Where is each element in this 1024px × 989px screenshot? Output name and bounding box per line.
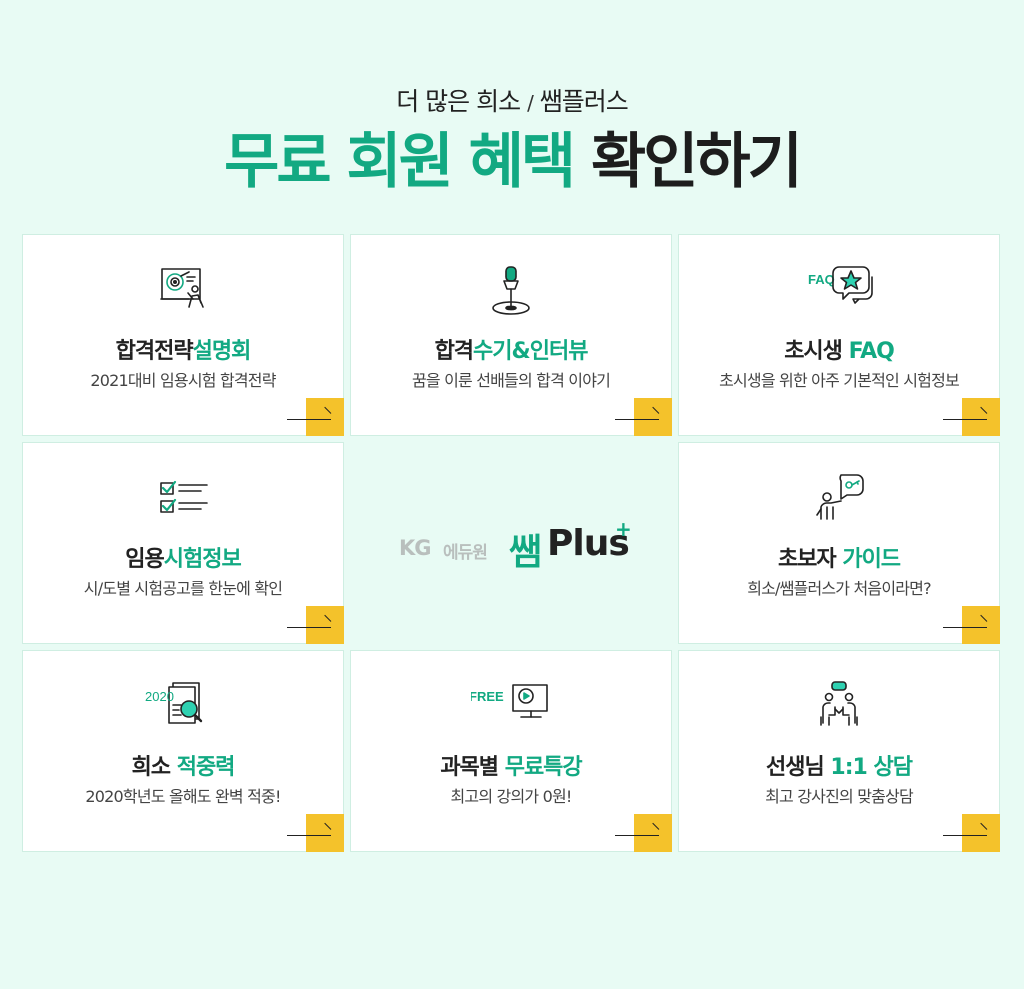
eduone-logo-text: 에듀원 xyxy=(443,543,488,563)
card-title: 선생님 1:1 상담 xyxy=(766,755,913,780)
card-description: 꿈을 이룬 선배들의 합격 이야기 xyxy=(411,371,611,390)
card-consultation[interactable]: 선생님 1:1 상담 최고 강사진의 맞춤상담 xyxy=(678,650,1000,852)
checklist-icon xyxy=(160,480,208,513)
card-title: 과목별 무료특강 xyxy=(440,755,582,780)
arrow-right-icon xyxy=(943,835,987,836)
page-header: 더 많은 희소 / 쌤플러스 무료 회원 혜택 확인하기 xyxy=(0,84,1024,197)
page-title: 무료 회원 혜택 확인하기 xyxy=(0,127,1024,197)
card-title: 합격수기&인터뷰 xyxy=(434,339,589,364)
brand-logo: KG 에듀원 쌤 Plus + xyxy=(351,443,673,645)
arrow-right-icon xyxy=(287,835,331,836)
plus-logo-text: Plus xyxy=(547,523,630,564)
card-description: 시/도별 시험공고를 한눈에 확인 xyxy=(83,579,283,598)
subtitle-brand-heeso: 더 많은 희소 xyxy=(396,87,521,116)
card-description: 2020학년도 올해도 완벽 적중! xyxy=(85,787,281,806)
document-magnifier-icon: 2020 xyxy=(145,682,203,724)
card-beginner-faq[interactable]: FAQ 초시생 FAQ 초시생을 위한 아주 기본적인 시험정보 xyxy=(678,234,1000,436)
presentation-target-icon xyxy=(160,268,204,308)
arrow-button[interactable] xyxy=(306,814,344,852)
kg-logo-text: KG xyxy=(399,536,432,560)
arrow-button[interactable] xyxy=(306,398,344,436)
arrow-right-icon xyxy=(943,627,987,628)
svg-text:FREE: FREE xyxy=(471,689,504,704)
card-title: 초시생 FAQ xyxy=(784,339,895,364)
subtitle-brand-ssamplus: 쌤플러스 xyxy=(539,87,629,116)
arrow-right-icon xyxy=(943,419,987,420)
card-title: 희소 적중력 xyxy=(131,755,236,780)
free-video-monitor-icon: FREE xyxy=(471,684,548,718)
card-title: 임용시험정보 xyxy=(125,547,241,572)
card-description: 최고의 강의가 0원! xyxy=(450,787,572,806)
arrow-right-icon xyxy=(615,419,659,420)
faq-chat-star-icon: FAQ xyxy=(808,266,873,304)
arrow-button[interactable] xyxy=(634,814,672,852)
card-description: 2021대비 임용시험 합격전략 xyxy=(90,371,276,390)
arrow-button[interactable] xyxy=(962,606,1000,644)
arrow-button[interactable] xyxy=(634,398,672,436)
card-exam-info[interactable]: 임용시험정보 시/도별 시험공고를 한눈에 확인 xyxy=(22,442,344,644)
subtitle-slash: / xyxy=(527,91,534,115)
arrow-button[interactable] xyxy=(962,398,1000,436)
arrow-right-icon xyxy=(615,835,659,836)
person-key-bubble-icon xyxy=(816,474,864,520)
microphone-stand-icon xyxy=(492,266,530,315)
card-description: 희소/쌤플러스가 처음이라면? xyxy=(747,579,931,598)
card-description: 최고 강사진의 맞춤상담 xyxy=(765,787,914,806)
svg-text:FAQ: FAQ xyxy=(808,272,835,287)
page-subtitle: 더 많은 희소 / 쌤플러스 xyxy=(0,84,1024,121)
card-title: 합격전략설명회 xyxy=(115,339,252,364)
arrow-right-icon xyxy=(287,419,331,420)
card-title: 초보자 가이드 xyxy=(777,547,901,572)
ssam-logo-text: 쌤 xyxy=(509,532,542,573)
card-hit-rate[interactable]: 2020 희소 적중력 2020학년도 올해도 완벽 적중! xyxy=(22,650,344,852)
card-success-stories[interactable]: 합격수기&인터뷰 꿈을 이룬 선배들의 합격 이야기 xyxy=(350,234,672,436)
card-description: 초시생을 위한 아주 기본적인 시험정보 xyxy=(719,371,960,390)
arrow-button[interactable] xyxy=(306,606,344,644)
title-action: 확인하기 xyxy=(591,127,803,197)
card-strategy-seminar[interactable]: 합격전략설명회 2021대비 임용시험 합격전략 xyxy=(22,234,344,436)
arrow-right-icon xyxy=(287,627,331,628)
card-beginner-guide[interactable]: 초보자 가이드 희소/쌤플러스가 처음이라면? xyxy=(678,442,1000,644)
card-free-lectures[interactable]: FREE 과목별 무료특강 최고의 강의가 0원! xyxy=(350,650,672,852)
arrow-button[interactable] xyxy=(962,814,1000,852)
plus-superscript: + xyxy=(615,517,632,541)
consultation-people-icon xyxy=(820,681,858,726)
title-highlight: 무료 회원 혜택 xyxy=(224,127,576,197)
svg-text:2020: 2020 xyxy=(145,689,174,704)
